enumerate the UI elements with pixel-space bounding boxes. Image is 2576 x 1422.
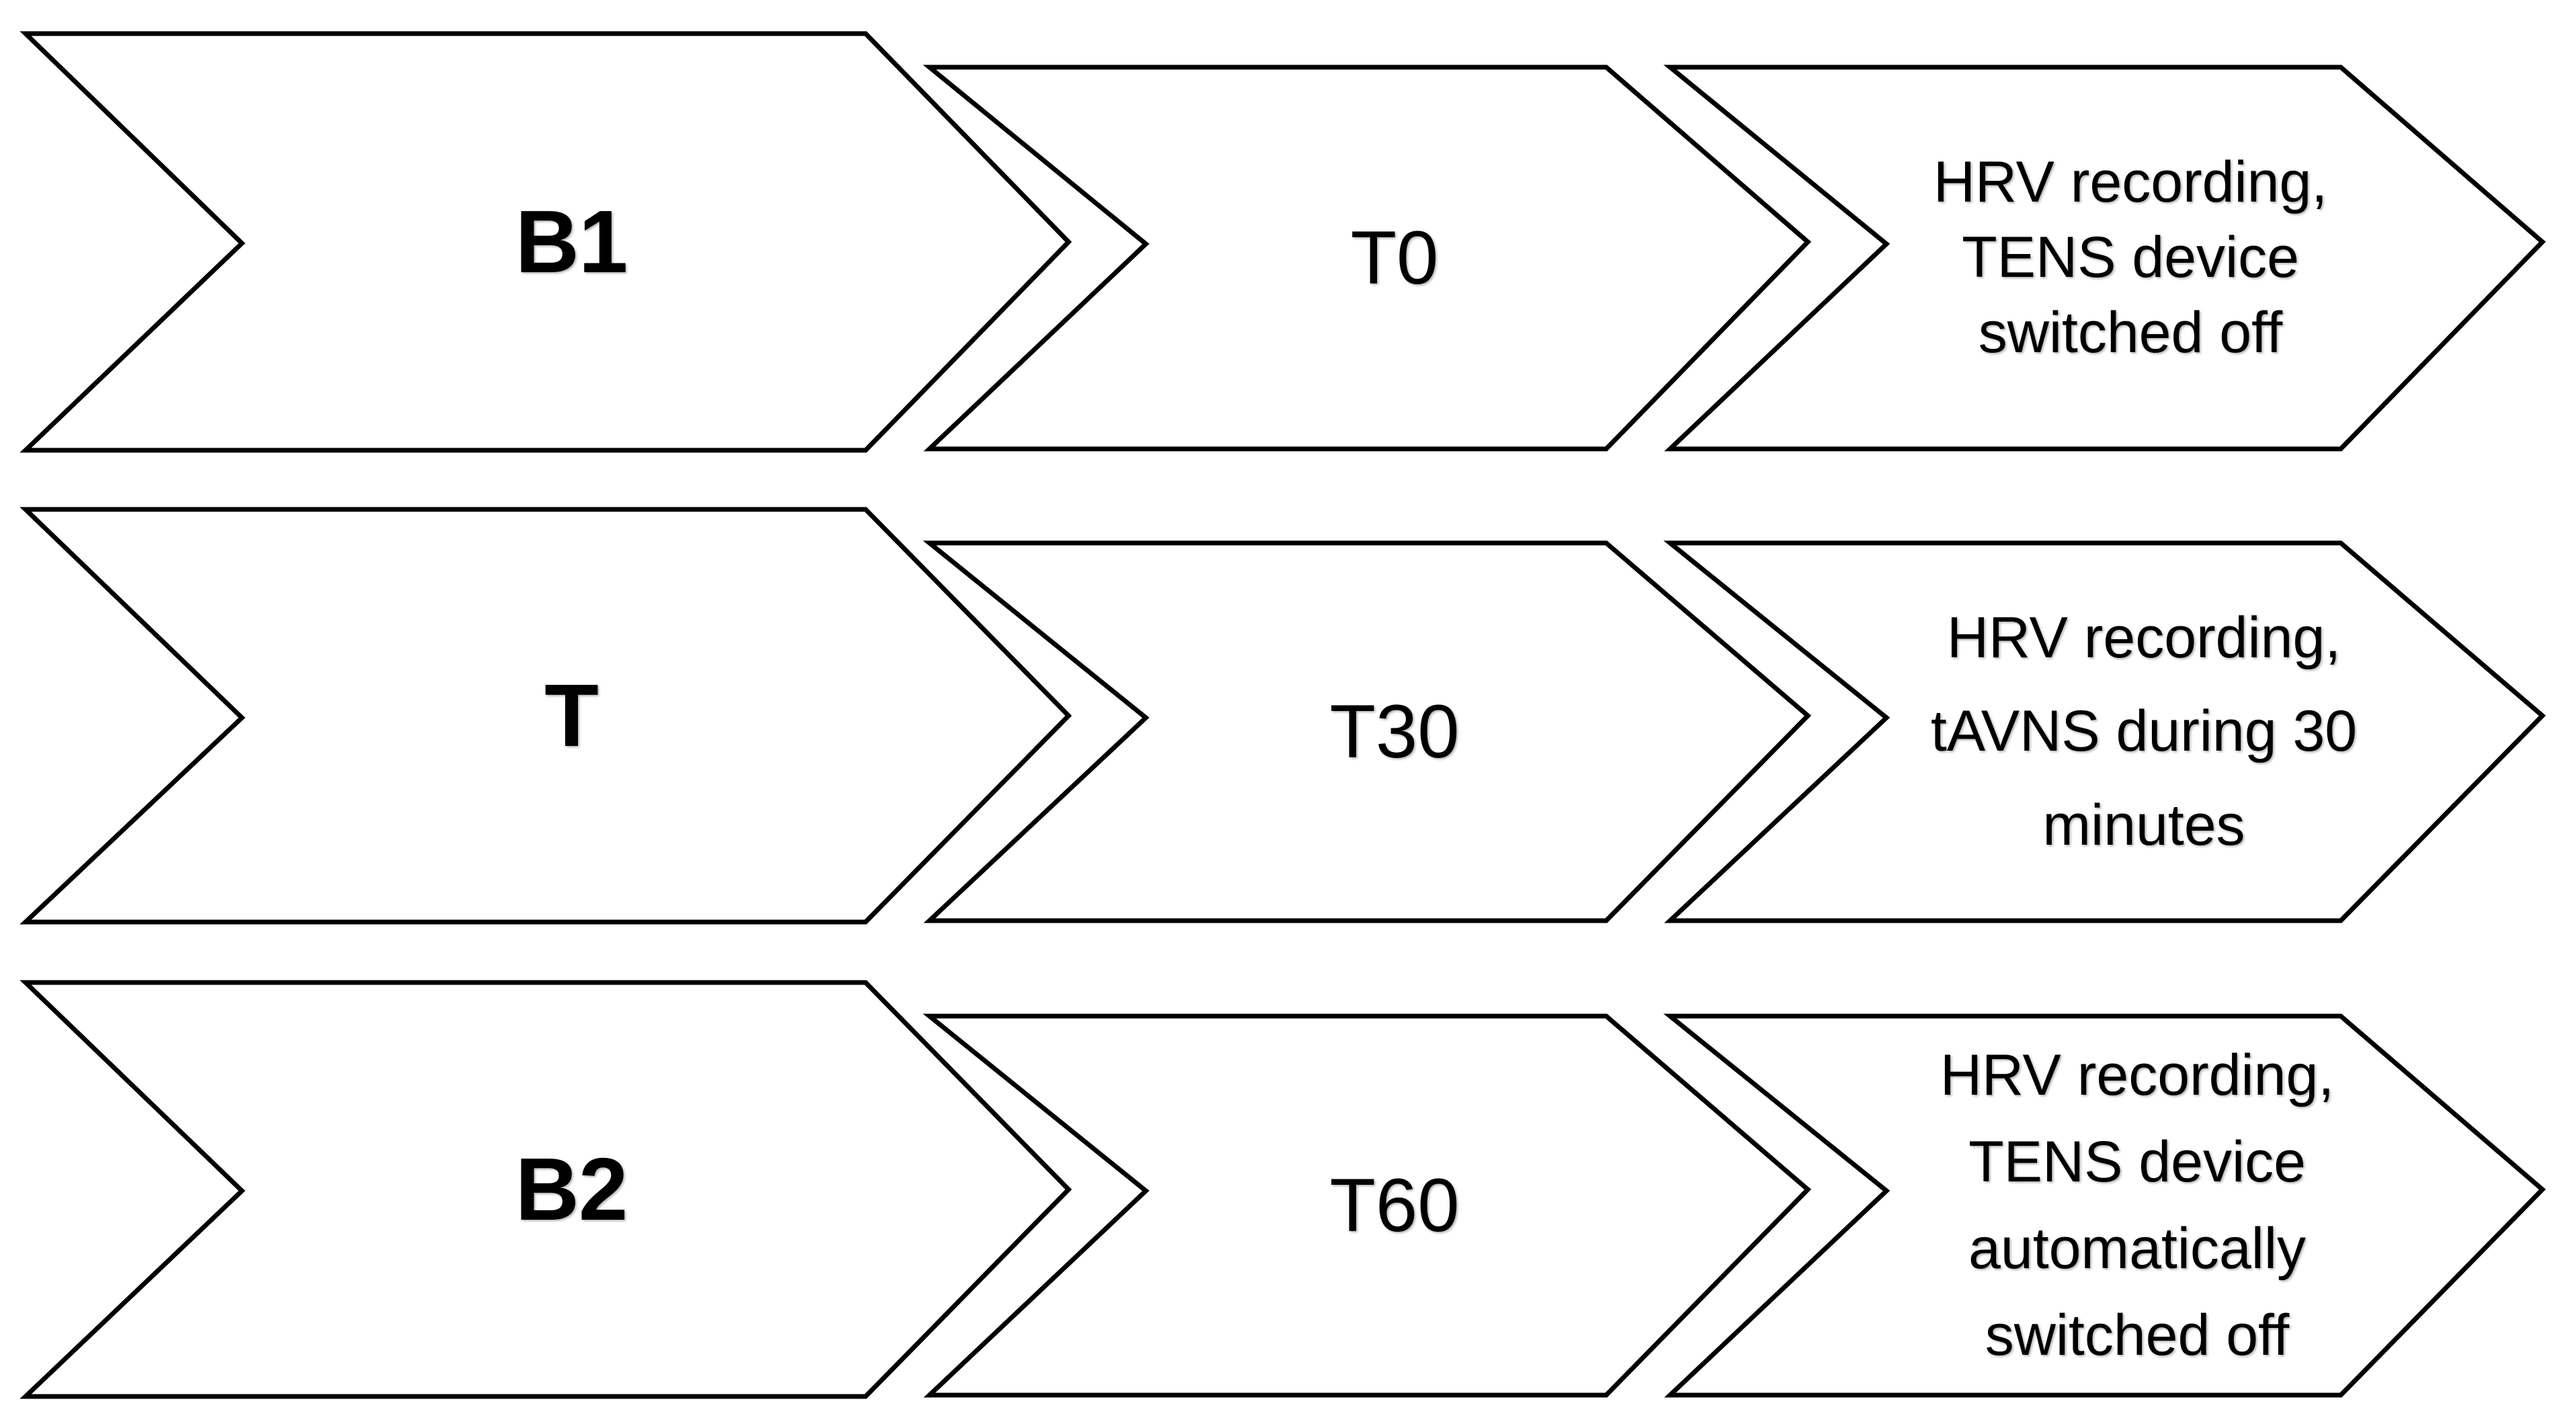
chevron-row1-phase[interactable] — [19, 31, 1072, 453]
chevron-row2-description[interactable] — [1663, 540, 2546, 923]
chevron-row3-description[interactable] — [1663, 1013, 2546, 1398]
chevron-row1-description[interactable] — [1663, 65, 2546, 452]
chevron-row3-phase[interactable] — [19, 980, 1072, 1399]
chevron-row2-timepoint[interactable] — [923, 540, 1812, 923]
chevron-row1-timepoint[interactable] — [923, 65, 1812, 452]
chevron-row3-timepoint[interactable] — [923, 1013, 1812, 1398]
chevron-row2-phase[interactable] — [19, 507, 1072, 925]
